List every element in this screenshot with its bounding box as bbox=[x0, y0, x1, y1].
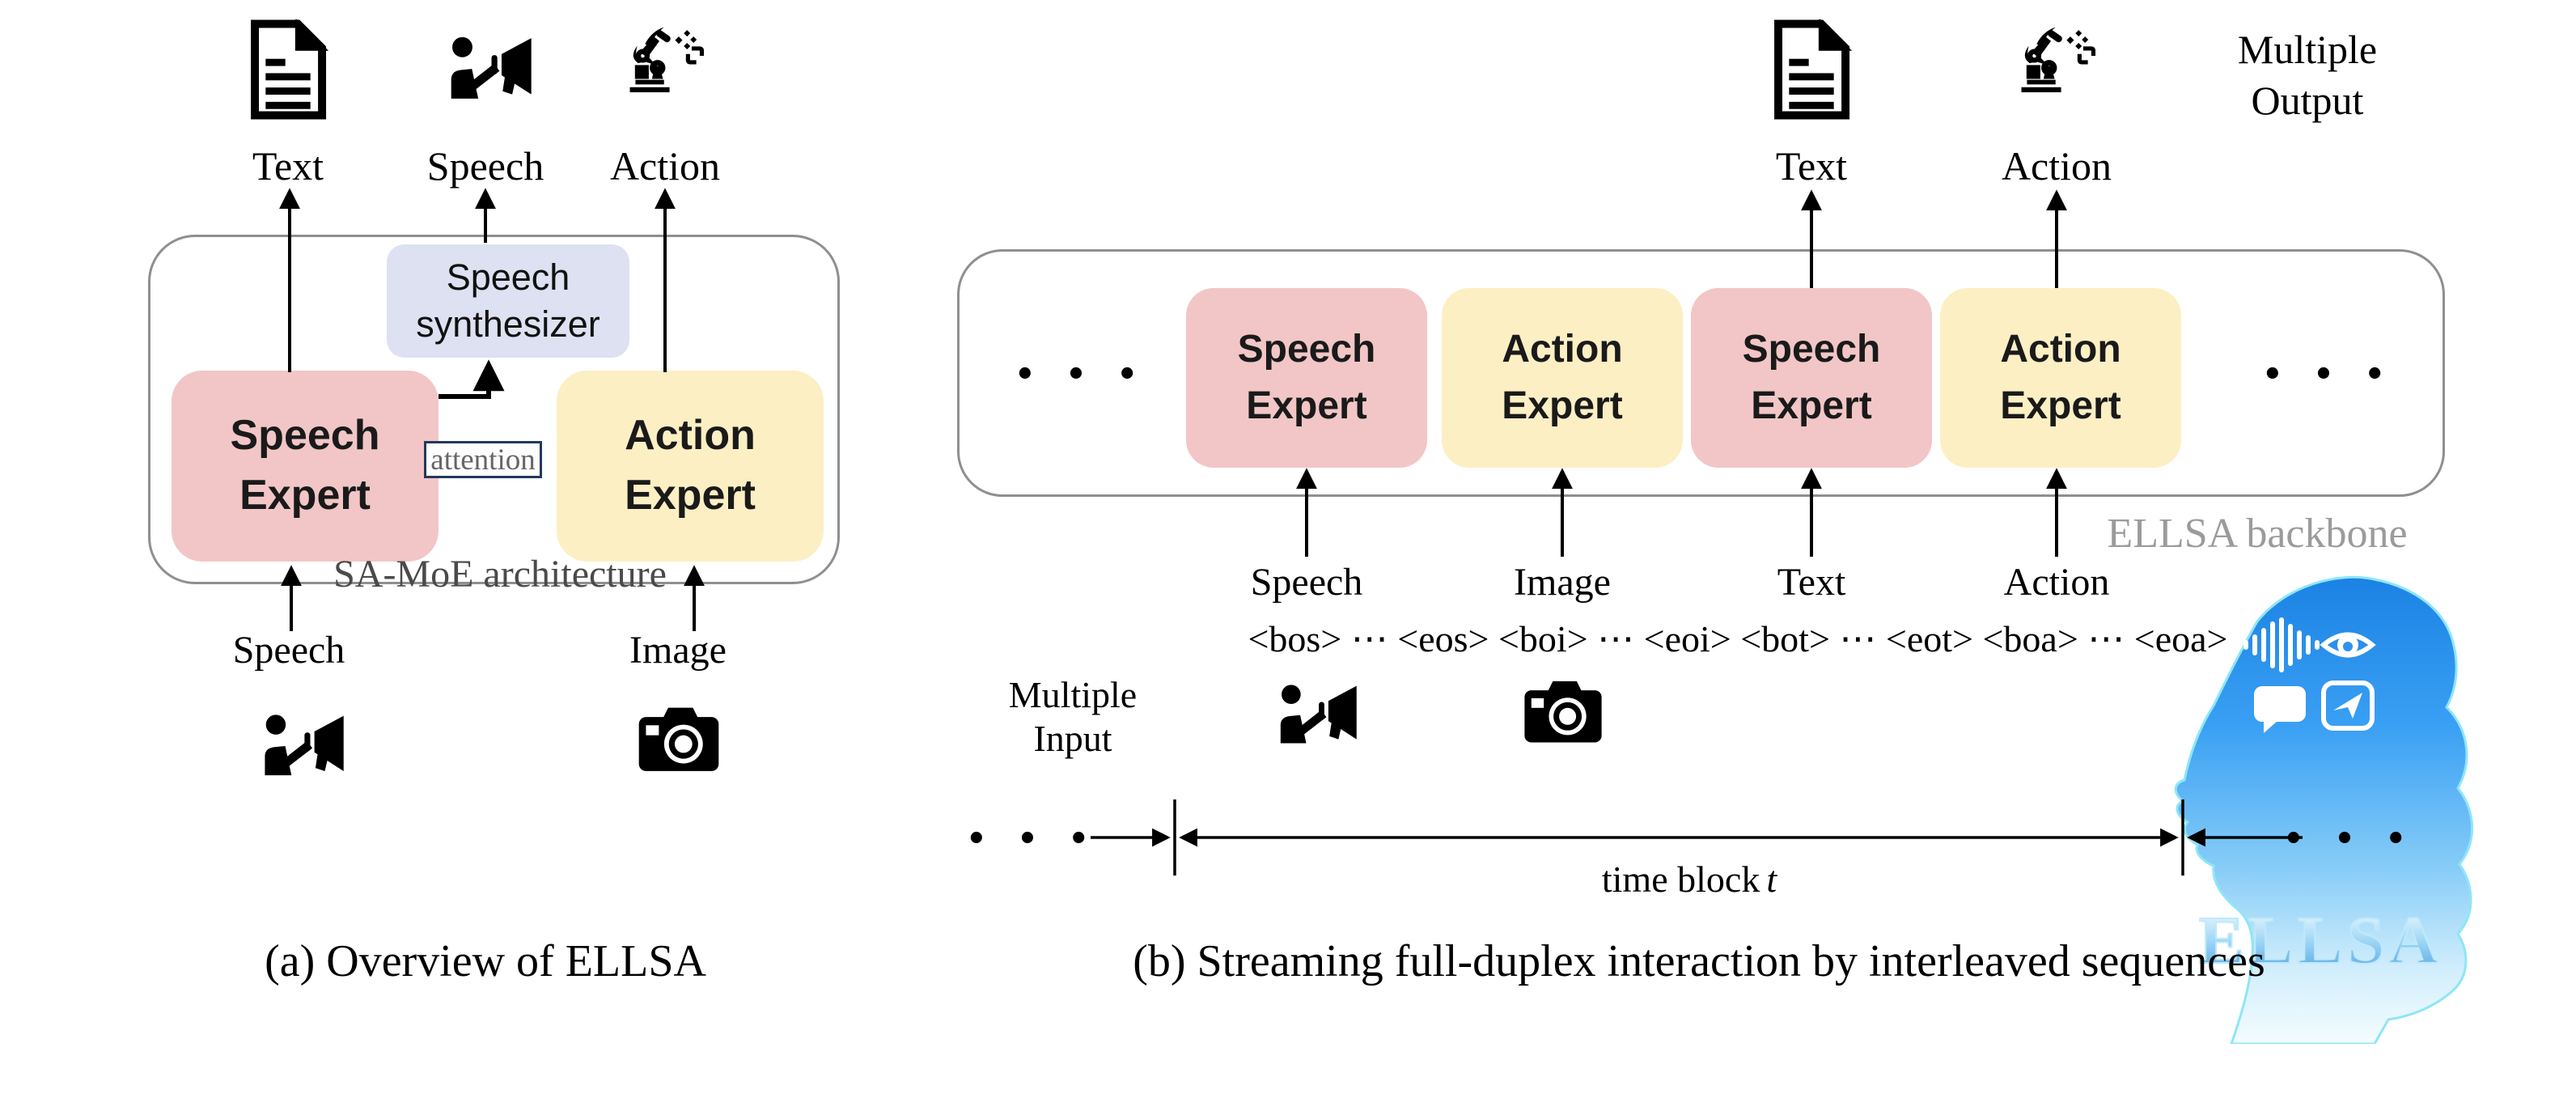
attention-box: attention bbox=[424, 441, 542, 478]
speech-expert-label: Speech Expert bbox=[230, 412, 380, 519]
robot-arm-icon bbox=[2021, 27, 2096, 93]
sa-moe-architecture-label: SA-MoE architecture bbox=[333, 553, 667, 596]
action-expert-block: Action Expert bbox=[557, 371, 824, 562]
time-block-text: time block bbox=[1601, 859, 1760, 900]
panel-b-io-label-text: Text bbox=[1777, 561, 1846, 604]
send-icon bbox=[2321, 681, 2375, 731]
speech-synthesizer-label: Speech synthesizer bbox=[416, 256, 600, 346]
panel-b-io-label-speech: Speech bbox=[1250, 561, 1363, 604]
action-expert-label: Action Expert bbox=[1502, 328, 1623, 427]
multiple-output-label: Multiple Output bbox=[2237, 27, 2378, 123]
sequence-ellipsis-right: • • • bbox=[2265, 350, 2396, 396]
speaking-person-icon bbox=[451, 36, 532, 99]
panel-b-io-label-action: Action bbox=[2003, 561, 2110, 604]
speech-synthesizer-box: Speech synthesizer bbox=[387, 244, 629, 358]
speech-expert-block: Speech Expert bbox=[172, 371, 439, 562]
panel-a-output-label-speech: Speech bbox=[426, 143, 544, 189]
panel-a-caption: (a) Overview of ELLSA bbox=[265, 936, 706, 986]
panel-b-output-label-text: Text bbox=[1775, 143, 1848, 189]
logo-wordmark: ELLSA bbox=[2199, 903, 2442, 978]
panel-a-output-label-action: Action bbox=[609, 143, 721, 189]
action-expert-block: Action Expert bbox=[1442, 288, 1683, 468]
speaking-person-icon bbox=[265, 714, 344, 776]
action-expert-block: Action Expert bbox=[1940, 288, 2181, 468]
action-expert-label: Action Expert bbox=[2000, 328, 2121, 427]
panel-a-input-label-image: Image bbox=[629, 629, 727, 672]
timeline-ellipsis-right: • • • bbox=[2286, 815, 2417, 861]
interleaved-token-sequence: <bos> ⋯ <eos> <boi> ⋯ <eoi> <bot> ⋯ <eot… bbox=[1248, 618, 2228, 659]
panel-a-output-label-text: Text bbox=[252, 143, 324, 189]
speech-expert-block: Speech Expert bbox=[1691, 288, 1932, 468]
text-document-icon bbox=[1774, 19, 1852, 120]
chat-bubble-icon bbox=[2254, 686, 2306, 733]
ellsa-backbone-label: ELLSA backbone bbox=[2107, 511, 2408, 557]
speech-expert-label: Speech Expert bbox=[1237, 328, 1376, 427]
ellsa-logo: ELLSA bbox=[2174, 575, 2473, 1044]
panel-b-io-label-image: Image bbox=[1514, 561, 1611, 604]
sequence-ellipsis-left: • • • bbox=[1017, 350, 1148, 396]
speech-expert-label: Speech Expert bbox=[1742, 328, 1881, 427]
waveform-icon bbox=[2243, 617, 2320, 672]
speech-expert-block: Speech Expert bbox=[1186, 288, 1427, 468]
multiple-input-label: Multiple Input bbox=[1008, 674, 1138, 760]
attention-label: attention bbox=[430, 443, 536, 477]
robot-arm-icon bbox=[629, 27, 705, 93]
text-document-icon bbox=[251, 19, 328, 120]
panel-b-output-label-action: Action bbox=[2001, 143, 2112, 189]
time-block-variable: t bbox=[1766, 859, 1777, 900]
speaking-person-icon bbox=[1280, 685, 1357, 744]
timeline-ellipsis-left: • • • bbox=[968, 815, 1099, 861]
camera-icon bbox=[1524, 681, 1602, 743]
camera-icon bbox=[638, 707, 719, 771]
panel-a-input-label-speech: Speech bbox=[232, 629, 345, 672]
eye-icon bbox=[2320, 632, 2376, 658]
panel-b-caption: (b) Streaming full-duplex interaction by… bbox=[1133, 936, 2265, 986]
action-expert-label: Action Expert bbox=[625, 412, 756, 519]
